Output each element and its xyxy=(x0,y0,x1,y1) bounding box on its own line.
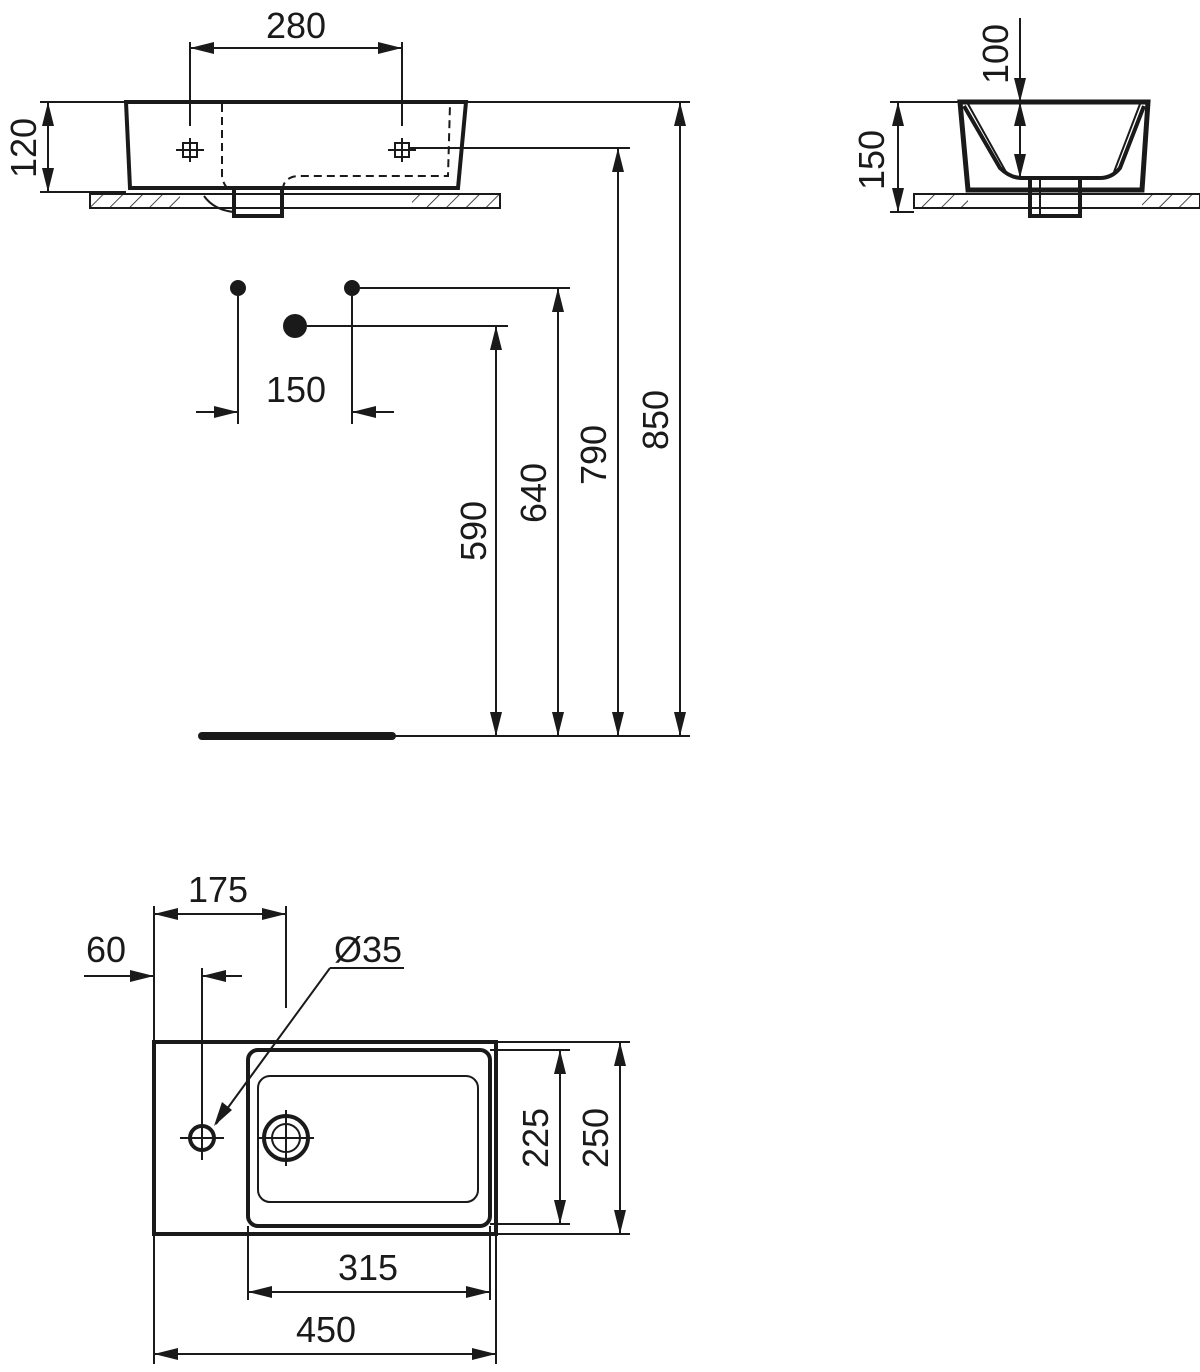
dim-250: 250 xyxy=(496,1041,630,1235)
dim-640: 640 xyxy=(513,288,564,736)
dim-315: 315 xyxy=(247,1226,491,1300)
label-175: 175 xyxy=(188,869,248,910)
label-640: 640 xyxy=(513,463,554,523)
drain-side xyxy=(1028,180,1082,218)
dim-120: 120 xyxy=(3,101,126,193)
dim-450: 450 xyxy=(153,1234,497,1364)
label-120: 120 xyxy=(3,118,44,178)
dim-590: 590 xyxy=(453,326,502,736)
dim-790: 790 xyxy=(573,148,624,736)
label-280: 280 xyxy=(266,5,326,46)
dim-diameter: Ø35 xyxy=(214,929,404,1126)
label-450: 450 xyxy=(296,1309,356,1350)
basin-front-outline xyxy=(123,100,469,190)
label-150-side: 150 xyxy=(851,130,892,190)
dim-175: 175 xyxy=(153,869,287,1042)
label-diameter: Ø35 xyxy=(334,929,402,970)
dim-150-side: 150 xyxy=(851,101,960,213)
front-view: 280 120 150 xyxy=(3,5,690,740)
label-590: 590 xyxy=(453,501,494,561)
label-850: 850 xyxy=(635,390,676,450)
supply-points xyxy=(230,280,570,424)
side-view: 100 150 xyxy=(851,18,1200,218)
dim-100: 100 xyxy=(975,18,1026,178)
label-60: 60 xyxy=(86,929,126,970)
bowl-hidden-line xyxy=(221,103,451,193)
plan-view: Ø35 175 60 225 xyxy=(84,869,630,1364)
dim-280: 280 xyxy=(189,5,403,126)
label-250: 250 xyxy=(575,1108,616,1168)
drain-front xyxy=(232,190,284,218)
basin-plan-outline xyxy=(152,1040,498,1236)
bowl-plan-outer xyxy=(246,1048,492,1228)
label-150-supply: 150 xyxy=(266,369,326,410)
label-225: 225 xyxy=(515,1108,556,1168)
tap-hole-marks xyxy=(176,138,416,162)
label-100: 100 xyxy=(975,24,1016,84)
label-315: 315 xyxy=(338,1247,398,1288)
dim-150-supply: 150 xyxy=(196,369,394,418)
dim-850: 850 xyxy=(635,102,686,736)
label-790: 790 xyxy=(573,425,614,485)
dim-60: 60 xyxy=(84,929,242,982)
dim-225: 225 xyxy=(490,1049,570,1225)
basin-side-outline xyxy=(957,99,1151,193)
